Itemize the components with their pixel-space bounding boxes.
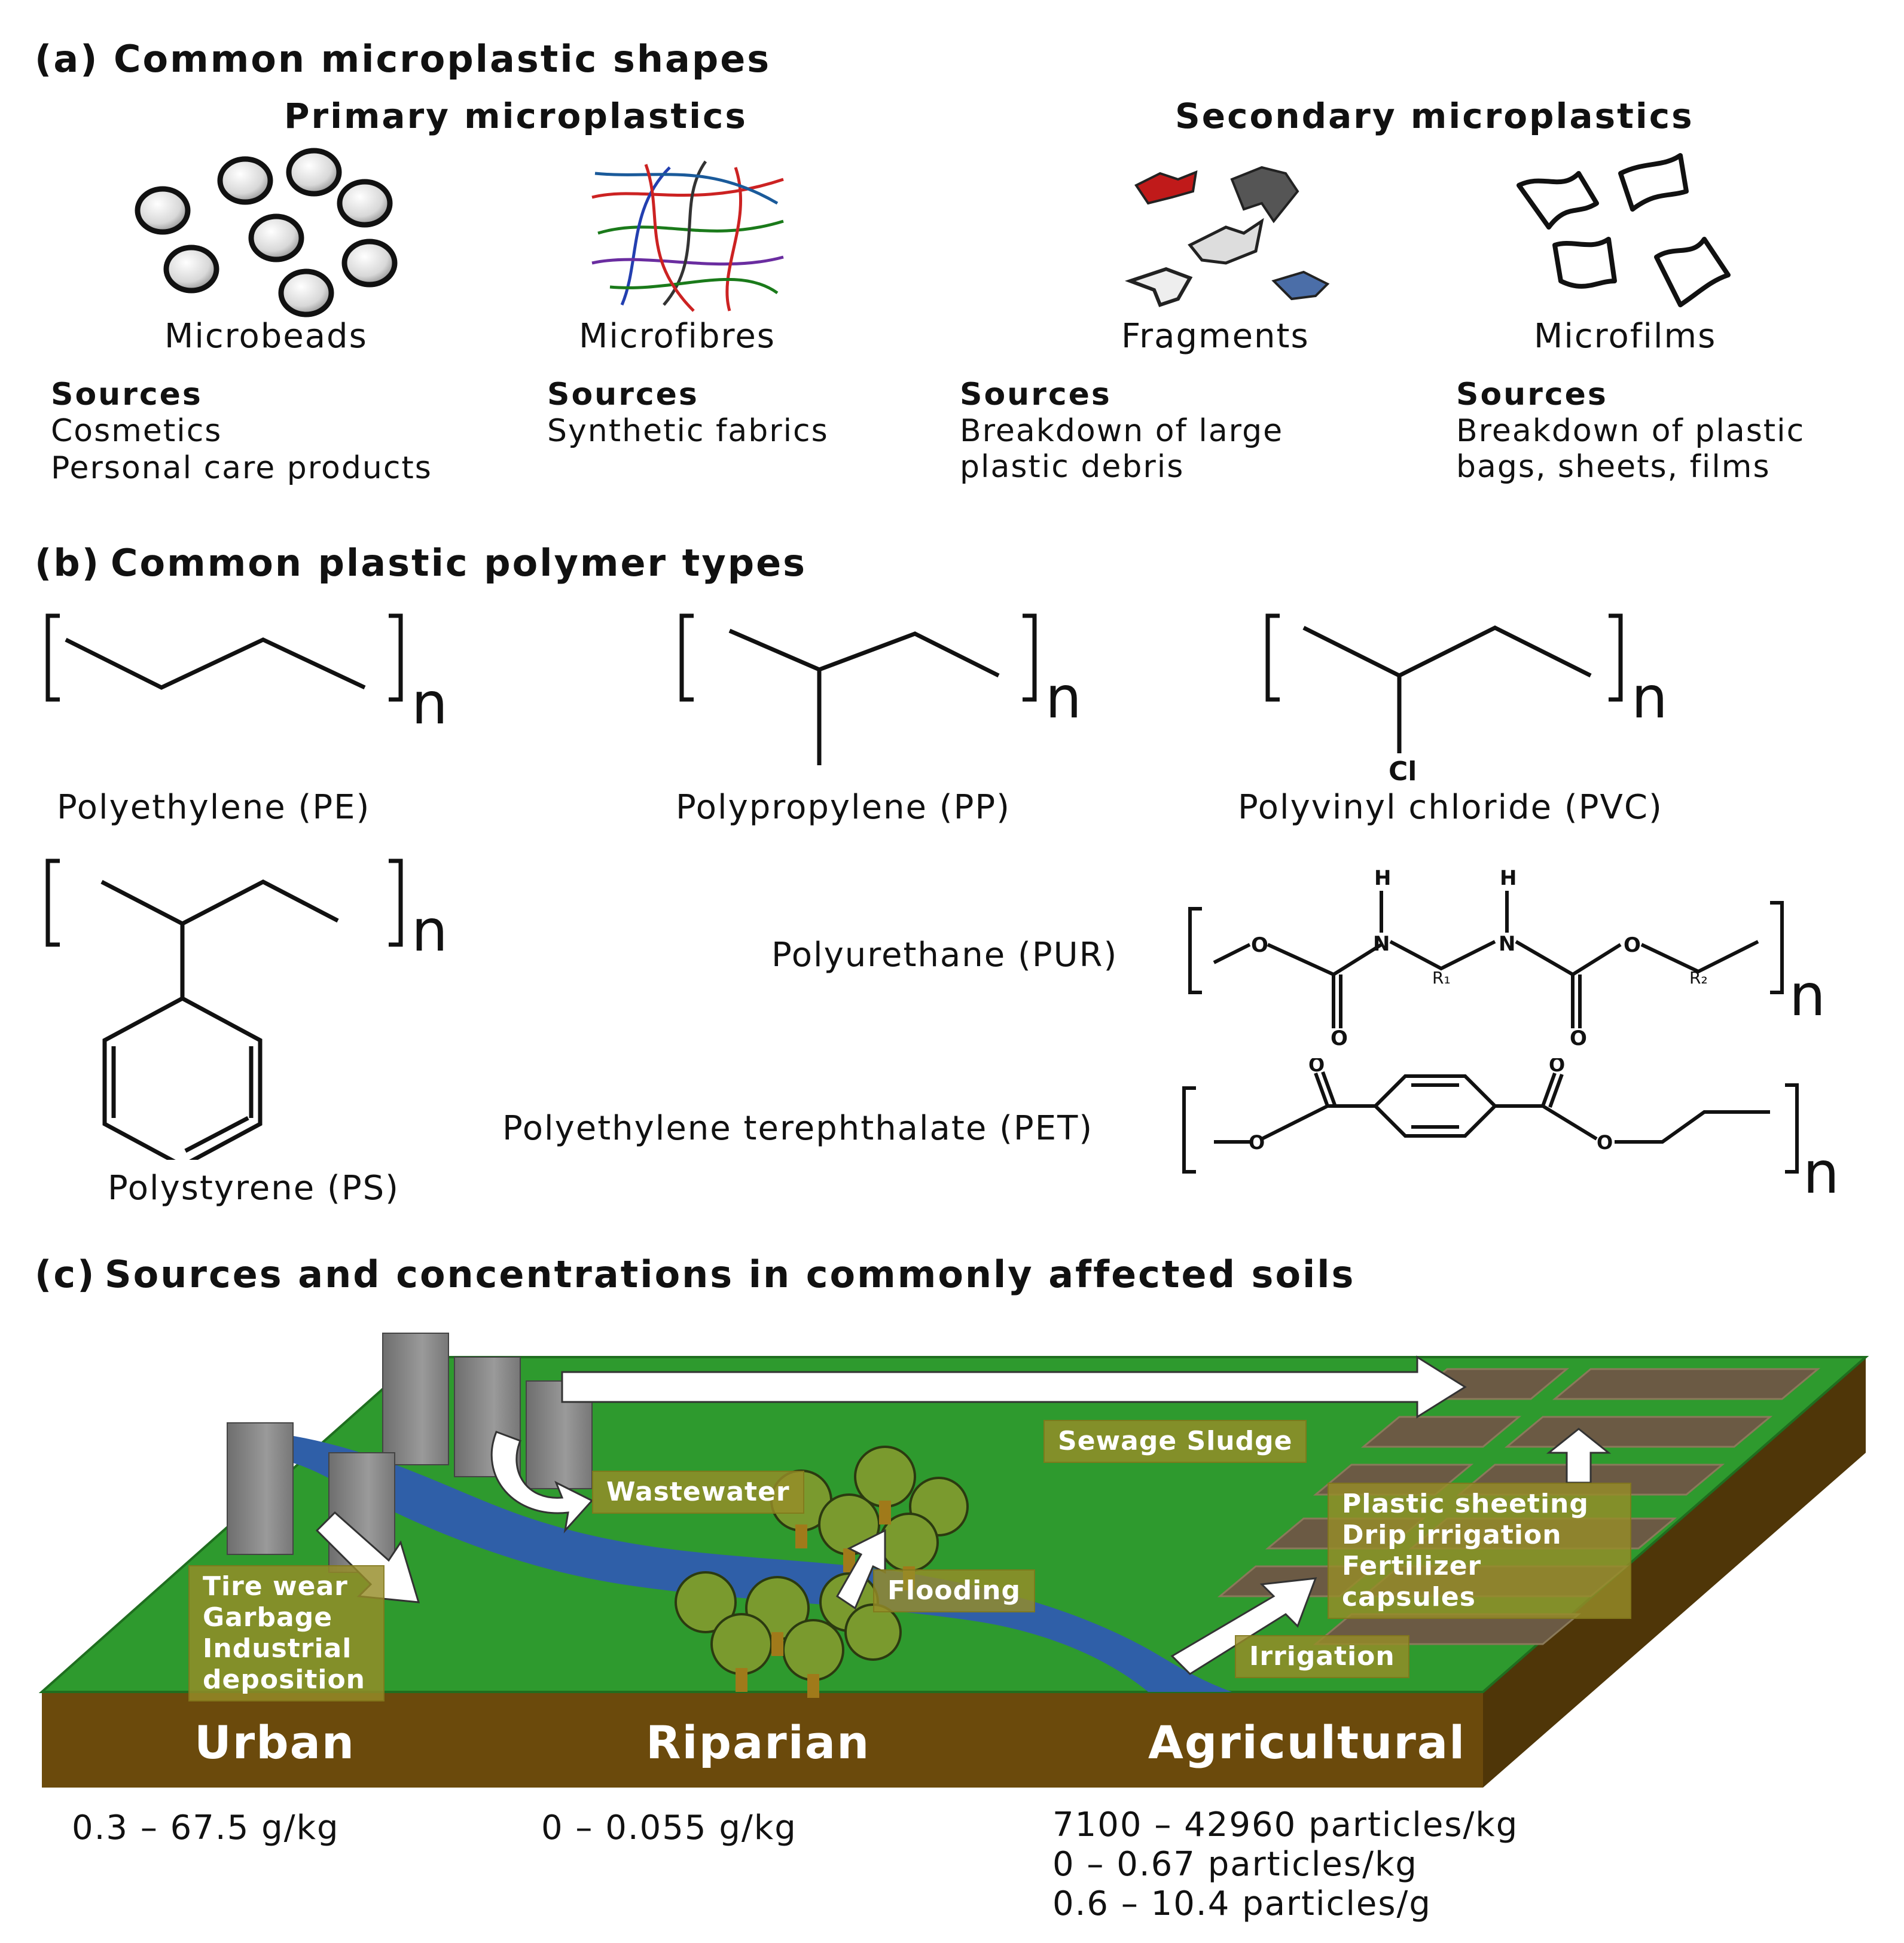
fragments-source-2: plastic debris [960, 449, 1185, 485]
river [275, 1435, 1232, 1692]
flooding-box: Flooding [873, 1569, 1035, 1612]
urban-sources-box: Tire wear Garbage Industrial deposition [188, 1565, 385, 1701]
pur-h-2: H [1500, 867, 1517, 890]
zone-riparian: Riparian [646, 1716, 871, 1769]
microfibres-sources-head: Sources [547, 377, 699, 413]
agri-source-3: Fertilizer capsules [1342, 1551, 1482, 1612]
pur-structure: O H N H N O O O R₁ R₂ n [1188, 867, 1826, 1046]
pp-label: Polypropylene (PP) [676, 788, 1011, 827]
pp-structure: n [679, 613, 1082, 765]
pur-n-1: N [1373, 932, 1390, 956]
agri-concentration-2: 0 – 0.67 particles/kg [1052, 1845, 1418, 1884]
fragments-illustration [1125, 166, 1330, 307]
urban-source-3: Industrial [203, 1633, 352, 1664]
ps-structure: n [45, 859, 448, 1160]
panel-b-title: Common plastic polymer types [111, 541, 807, 585]
microfilms-illustration [1517, 153, 1731, 307]
microfilms-sources-head: Sources [1456, 377, 1608, 413]
primary-title: Primary microplastics [284, 96, 747, 136]
agri-source-2: Drip irrigation [1342, 1520, 1562, 1550]
urban-source-1: Tire wear [203, 1571, 348, 1602]
pvc-cl: Cl [1389, 756, 1417, 783]
agri-sources-box: Plastic sheeting Drip irrigation Fertili… [1328, 1483, 1631, 1619]
microfilms-label: Microfilms [1534, 317, 1717, 356]
pur-o-3: O [1331, 1027, 1348, 1046]
urban-source-4: deposition [203, 1664, 366, 1695]
microbeads-illustration [135, 148, 398, 317]
pe-repeat-n: n [411, 670, 448, 729]
microbeads-sources-head: Sources [51, 377, 203, 413]
pet-o-3: O [1549, 1058, 1565, 1076]
ps-repeat-n: n [411, 897, 448, 964]
wastewater-box: Wastewater [592, 1471, 804, 1514]
pur-h-1: H [1374, 867, 1391, 890]
pe-structure: n [45, 613, 448, 729]
microfibres-illustration [591, 160, 784, 312]
pur-o-4: O [1570, 1027, 1587, 1046]
panel-c-letter: (c) [35, 1252, 96, 1296]
pur-r1: R₁ [1432, 968, 1451, 988]
pur-o-1: O [1251, 933, 1268, 957]
fragments-label: Fragments [1121, 317, 1310, 356]
microfibres-source-1: Synthetic fabrics [547, 413, 829, 449]
pur-o-2: O [1624, 933, 1641, 957]
agri-source-1: Plastic sheeting [1342, 1489, 1589, 1519]
agri-concentration-3: 0.6 – 10.4 particles/g [1052, 1884, 1432, 1923]
panel-a-letter: (a) [35, 37, 99, 81]
pvc-repeat-n: n [1631, 664, 1668, 731]
pur-n-2: N [1499, 932, 1515, 956]
pet-repeat-n: n [1803, 1139, 1839, 1196]
pet-o-4: O [1597, 1131, 1613, 1154]
agri-up-arrow [1546, 1428, 1612, 1484]
wastewater-arrow [490, 1431, 594, 1533]
secondary-title: Secondary microplastics [1175, 96, 1694, 136]
fragments-source-1: Breakdown of large [960, 413, 1284, 449]
pe-label: Polyethylene (PE) [57, 788, 371, 827]
flooding-arrow [836, 1529, 886, 1610]
microbeads-source-2: Personal care products [51, 450, 432, 486]
panel-c-title: Sources and concentrations in commonly a… [105, 1252, 1356, 1296]
zone-urban: Urban [194, 1716, 355, 1769]
microfibres-label: Microfibres [579, 317, 776, 356]
microbeads-source-1: Cosmetics [51, 413, 222, 449]
agri-concentration-1: 7100 – 42960 particles/kg [1052, 1805, 1519, 1844]
pvc-label: Polyvinyl chloride (PVC) [1238, 788, 1663, 827]
pet-o-1: O [1249, 1131, 1265, 1154]
microfilms-source-1: Breakdown of plastic [1456, 413, 1805, 449]
microbeads-label: Microbeads [164, 317, 368, 356]
microfilms-source-2: bags, sheets, films [1456, 449, 1771, 485]
panel-b-letter: (b) [35, 541, 101, 585]
urban-concentration: 0.3 – 67.5 g/kg [72, 1808, 340, 1847]
pp-repeat-n: n [1045, 664, 1082, 731]
pet-structure: O O O O n [1182, 1058, 1839, 1196]
panel-a-title: Common microplastic shapes [114, 37, 771, 81]
riparian-concentration: 0 – 0.055 g/kg [541, 1808, 797, 1847]
pur-r2: R₂ [1689, 968, 1708, 988]
irrigation-arrow [1170, 1577, 1317, 1675]
soil-front [42, 1692, 1483, 1788]
pet-label: Polyethylene terephthalate (PET) [502, 1109, 1094, 1148]
pur-repeat-n: n [1789, 962, 1826, 1029]
fragments-sources-head: Sources [960, 377, 1112, 413]
pvc-structure: Cl n [1265, 613, 1668, 783]
ps-label: Polystyrene (PS) [108, 1169, 400, 1208]
irrigation-box: Irrigation [1235, 1635, 1409, 1678]
sewage-sludge-box: Sewage Sludge [1043, 1420, 1307, 1463]
pur-label: Polyurethane (PUR) [771, 936, 1118, 974]
soil-side [1483, 1357, 1866, 1788]
urban-source-2: Garbage [203, 1602, 333, 1633]
zone-agricultural: Agricultural [1148, 1716, 1466, 1769]
pet-o-2: O [1308, 1058, 1325, 1076]
sludge-arrow [561, 1355, 1467, 1419]
